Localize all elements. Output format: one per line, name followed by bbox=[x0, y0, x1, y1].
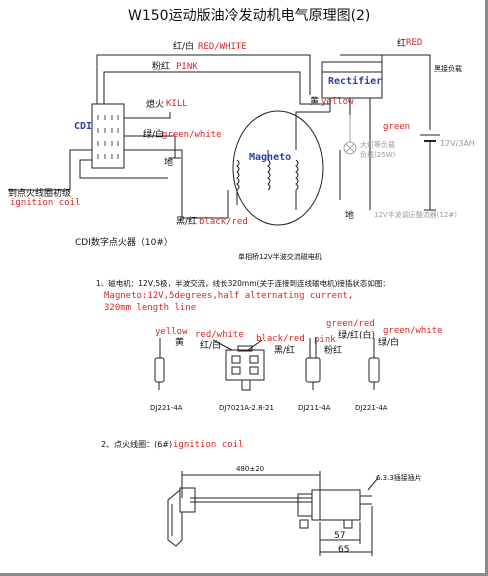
wire-cdi-ground bbox=[79, 159, 168, 179]
label-green-en: green bbox=[383, 122, 411, 132]
headlight-symbol bbox=[343, 115, 357, 155]
label-kill-cn: 熄火 bbox=[146, 100, 165, 110]
wire-pink bbox=[103, 71, 331, 112]
headlight-load: 负载(25W) bbox=[360, 151, 396, 159]
label-red-white-en: RED/WHITE bbox=[198, 42, 247, 52]
conn-black-red-en: black/red bbox=[256, 334, 305, 344]
conn-green-white-cn: 绿/白 bbox=[378, 338, 400, 348]
label-pink-en: PINK bbox=[176, 62, 198, 72]
coil-terminal-note: 6.3.3插接插片 bbox=[376, 474, 422, 482]
wire-kill bbox=[124, 112, 171, 119]
part-1: DJ221-4A bbox=[150, 404, 183, 412]
wire-ignition bbox=[8, 149, 92, 191]
label-yellow-cn: 黄 bbox=[310, 97, 320, 107]
cdi-box bbox=[91, 103, 125, 169]
label-red-white-cn: 红/白 bbox=[173, 42, 195, 52]
conn-yellow-en: yellow bbox=[155, 327, 188, 337]
label-green-white-en: green/white bbox=[162, 130, 222, 140]
label-ground-2: 地 bbox=[345, 211, 355, 221]
cdi-caption: CDI数字点火器（10#） bbox=[75, 238, 173, 248]
connector-4-drawing bbox=[368, 338, 380, 390]
coil-dim-2: 65 bbox=[338, 545, 350, 555]
label-kill-en: KILL bbox=[166, 99, 188, 109]
regulator-label: 12V半波调压整流器(12#) bbox=[374, 211, 457, 219]
spec2-cn: 2、点火线圈：(6#) bbox=[101, 440, 173, 449]
cdi-label: CDI bbox=[74, 121, 93, 132]
magneto-caption: 单相桥12V半波交流磁电机 bbox=[238, 253, 322, 261]
wire-red-white bbox=[96, 54, 311, 104]
wire-red-top bbox=[382, 54, 431, 130]
conn-black-red-cn: 黑/红 bbox=[274, 346, 296, 356]
label-black-load: 黑接负载 bbox=[434, 65, 462, 73]
magneto-coil-left bbox=[236, 159, 240, 191]
magneto-coil-mid bbox=[267, 159, 271, 191]
label-red-cn: 红 bbox=[397, 39, 407, 49]
conn-pink-cn: 粉红 bbox=[324, 346, 343, 356]
magneto-label: Magneto bbox=[249, 152, 292, 163]
connector-1-drawing bbox=[154, 338, 165, 390]
spec1-cn: 1、磁电机：12V,5极，半波交流，线长320mm(关于连接到连线输电机)接插状… bbox=[96, 279, 390, 288]
battery-label: 12V/3AH bbox=[440, 139, 475, 148]
page-title: W150运动版油冷发动机电气原理图(2) bbox=[128, 8, 371, 24]
part-3: DJ211-4A bbox=[298, 404, 331, 412]
magneto-coil-right bbox=[295, 159, 299, 191]
label-black-red-en: black/red bbox=[199, 217, 248, 227]
connector-2-drawing bbox=[212, 339, 265, 391]
label-red-en: RED bbox=[406, 38, 423, 48]
conn-yellow-cn: 黄 bbox=[175, 338, 185, 348]
part-2: DJ7021A-2.8-21 bbox=[219, 404, 274, 412]
headlight-label: 大灯等负载 bbox=[360, 141, 395, 149]
conn-green-red-en: green/red bbox=[326, 319, 375, 329]
spec2-en: ignition coil bbox=[173, 440, 244, 450]
label-to-coil-cn: 到点火线圈初级 bbox=[8, 189, 72, 199]
wire-yellow bbox=[295, 111, 330, 150]
cdi-pins bbox=[97, 115, 119, 159]
spec1-en-line1: Magneto:12V,5degrees,half alternating cu… bbox=[104, 291, 354, 301]
label-green-white-cn: 绿/白 bbox=[143, 130, 165, 140]
rectifier-box bbox=[321, 61, 383, 99]
label-ignition-coil-en: ignition coil bbox=[10, 198, 81, 208]
battery-symbol bbox=[420, 134, 440, 210]
coil-dim-1: 57 bbox=[334, 531, 346, 541]
label-yellow-en: yellow bbox=[321, 97, 354, 107]
conn-green-red-cn: 绿/红(白) bbox=[338, 331, 376, 341]
label-pink-cn: 粉红 bbox=[152, 62, 171, 72]
connector-3-drawing bbox=[305, 338, 321, 390]
magneto-circle bbox=[232, 110, 324, 226]
coil-length-dim: 480±20 bbox=[236, 465, 265, 473]
part-4: DJ221-4A bbox=[355, 404, 388, 412]
wire-black-red bbox=[124, 149, 229, 219]
spec1-en-line2: 320mm length line bbox=[104, 303, 197, 313]
ignition-coil-drawing bbox=[167, 471, 379, 556]
conn-pink-en: pink bbox=[314, 335, 336, 345]
label-black-red-cn: 黑/红 bbox=[176, 217, 198, 227]
label-ground-1: 地 bbox=[164, 158, 174, 168]
rectifier-label: Rectifier bbox=[328, 76, 383, 87]
conn-red-white-en: red/white bbox=[195, 330, 244, 340]
wire-green-white bbox=[124, 135, 176, 158]
conn-green-white-en: green/white bbox=[383, 326, 443, 336]
conn-red-white-cn: 红/白 bbox=[200, 341, 222, 351]
